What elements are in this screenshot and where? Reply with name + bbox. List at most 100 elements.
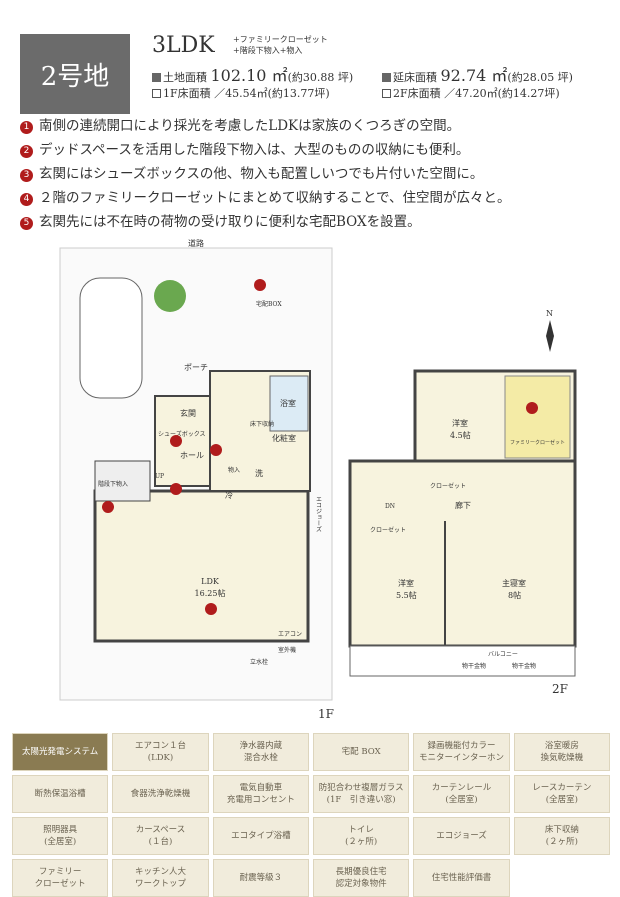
equipment-item: レースカーテン (全居室) [513,775,610,813]
road-label: 道路 [188,238,204,248]
equipment-item: 防犯合わせ複層ガラス (1F 引き違い窓) [313,775,410,813]
room1-size: 4.5帖 [450,430,471,440]
hall-2f-label: 廊下 [455,500,471,510]
ldk-label: LDK [201,577,220,586]
faucet-label: 立水栓 [250,658,268,666]
master-label: 主寝室 [502,578,526,588]
feature-number: 3 [20,169,33,182]
bath-label: 浴室 [280,398,296,408]
layout-type: 3LDK [152,33,215,58]
stair [94,460,151,502]
equipment-item: 長期優良住宅 認定対象物件 [313,859,410,897]
lot-badge: 2号地 [20,34,130,114]
feature-text: ２階のファミリークローゼットにまとめて収納することで、住空間が広々と。 [39,190,511,206]
feature-text: 南側の連続開口により採光を考慮したLDKは家族のくつろぎの空間。 [39,118,461,134]
total-tsubo: (約28.05 坪) [507,71,573,84]
equipment-item: 電気自動車 充電用コンセント [212,775,309,813]
equipment-item: トイレ (２ヶ所) [313,817,410,855]
feature-4: 4 ２階のファミリークローゼットにまとめて収納することで、住空間が広々と。 [20,186,511,206]
feature-1: 1 南側の連続開口により採光を考慮したLDKは家族のくつろぎの空間。 [20,114,460,134]
land-label: 土地面積 [163,71,207,84]
room2-label: 洋室 [398,578,414,588]
equipment-item: 照明器具 (全居室) [12,817,109,855]
equipment-item: 住宅性能評価書 [413,859,510,897]
f2-value: ／47.20㎡(約14.27坪) [444,87,560,100]
feature-markers [102,279,538,615]
room2-size: 5.5帖 [396,590,417,600]
hall-area [154,395,211,487]
equipment-item: 耐震等級３ [212,859,309,897]
balcony [349,645,576,677]
equipment-item: カースペース (１台) [112,817,209,855]
hanger-label-2: 物干金物 [512,662,536,670]
floor-plan: 道路 ポーチ 玄関 シューズボックス ホール 浴室 床下収納 化粧室 物入 洗 … [59,238,577,721]
floor-1f-label: 1F [318,707,334,721]
equipment-item: 床下収納 (２ヶ所) [513,817,610,855]
f2-label: 2F床面積 [393,87,441,100]
feature-text: 玄関にはシューズボックスの他、物入も配置しいつでも片付いた空間に。 [39,166,484,182]
master-size: 8帖 [508,590,521,600]
equipment-item: 浴室暖房 換気乾燥機 [513,733,610,771]
entrance-label: 玄関 [180,408,196,418]
extra-2: +階段下物入+物入 [233,46,303,55]
land-value: 102.10 ㎡ [210,66,288,85]
family-closet [504,375,571,459]
equipment-item: ファミリー クローゼット [12,859,109,897]
aircon-label: エアコン [278,631,302,638]
feature-number: 4 [20,193,33,206]
floor-2f-label: 2F [552,682,568,696]
equipment-item: 宅配 BOX [313,733,410,771]
equipment-item: 太陽光発電システム [12,733,109,771]
porch-label: ポーチ [184,363,208,372]
feature-text: 玄関先には不在時の荷物の受け取りに便利な宅配BOXを設置。 [39,214,421,230]
equipment-grid: 太陽光発電システム エアコン１台 (LDK) 浄水器内蔵 混合水栓 宅配 BOX… [12,733,610,897]
total-area: 延床面積 92.74 ㎡(約28.05 坪) [382,62,573,86]
tree-icon [154,280,186,312]
equipment-item: カーテンレール (全居室) [413,775,510,813]
f1-value: ／45.54㎡(約13.77坪) [214,87,330,100]
feature-text: デッドスペースを活用した階段下物入は、大型のものの収納にも便利。 [39,142,470,158]
closet-label-2: クローゼット [370,526,406,534]
closet-label-1: クローゼット [430,482,466,490]
outdoor-unit-label: 室外機 [278,646,296,654]
shoebox-label: シューズボックス [158,430,206,438]
equipment-item: エコタイプ浴槽 [212,817,309,855]
equipment-item: 浄水器内蔵 混合水栓 [212,733,309,771]
land-area: 土地面積 102.10 ㎡(約30.88 坪) [152,62,353,86]
total-label: 延床面積 [393,71,437,84]
f1-label: 1F床面積 [163,87,211,100]
equipment-item: 食器洗浄乾燥機 [112,775,209,813]
feature-number: 1 [20,121,33,134]
equipment-item: キッチン人大 ワークトップ [112,859,209,897]
feature-number: 2 [20,145,33,158]
family-closet-label: ファミリークローゼット [510,439,565,446]
stair-storage-label: 階段下物入 [98,480,128,488]
total-value: 92.74 ㎡ [440,66,508,85]
compass-icon [546,320,554,352]
feature-2: 2 デッドスペースを活用した階段下物入は、大型のものの収納にも便利。 [20,138,469,158]
balcony-label: バルコニー [488,651,518,658]
room1-label: 洋室 [452,418,468,428]
storage-label: 物入 [228,466,240,474]
feature-number: 5 [20,217,33,230]
delivery-box-label: 宅配BOX [256,300,282,308]
wash-label: 洗 [255,468,263,478]
underfloor-label: 床下収納 [250,420,274,428]
hall-label: ホール [180,451,204,460]
land-tsubo: (約30.88 坪) [287,71,354,84]
equipment-item: 断熱保温浴槽 [12,775,109,813]
ldk-size: 16.25帖 [195,588,226,598]
equipment-item: エコジョーズ [413,817,510,855]
car-icon [79,277,143,399]
extras: +ファミリークローゼット +階段下物入+物入 [233,34,328,56]
feature-5: 5 玄関先には不在時の荷物の受け取りに便利な宅配BOXを設置。 [20,210,421,230]
f2-area: 2F床面積 ／47.20㎡(約14.27坪) [382,85,560,101]
ecojozu-label: エコジョーズ [315,496,322,532]
fridge-label: 冷 [225,490,233,500]
hanger-label-1: 物干金物 [462,662,486,670]
equipment-item: 録画機能付カラー モニターインターホン [413,733,510,771]
powder-label: 化粧室 [272,433,296,443]
up-label: UP [155,473,164,480]
extra-1: +ファミリークローゼット [233,35,328,44]
ldk-room [93,489,310,643]
